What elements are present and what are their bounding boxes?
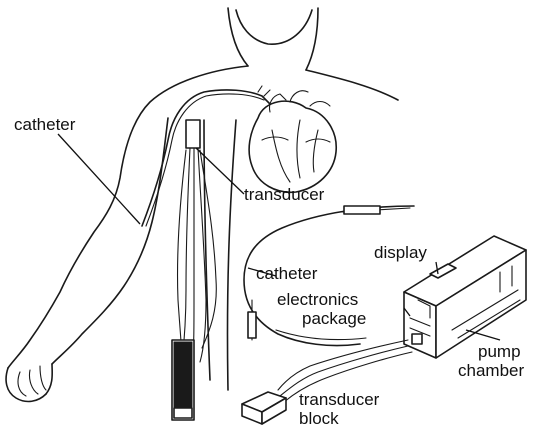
label-catheter-tube: catheter — [256, 265, 317, 282]
label-catheter-arm: catheter — [14, 116, 75, 133]
label-pump: pump — [478, 343, 521, 360]
label-package: package — [302, 310, 366, 327]
label-chamber: chamber — [458, 362, 524, 379]
label-transducer: transducer — [244, 186, 324, 203]
label-electronics: electronics — [277, 291, 358, 308]
catheter-line — [142, 86, 270, 226]
label-display: display — [374, 244, 427, 261]
label-transducer-block-2: block — [299, 410, 339, 427]
label-transducer-block-1: transducer — [299, 391, 379, 408]
heart — [249, 91, 336, 193]
human-figure — [6, 8, 398, 401]
